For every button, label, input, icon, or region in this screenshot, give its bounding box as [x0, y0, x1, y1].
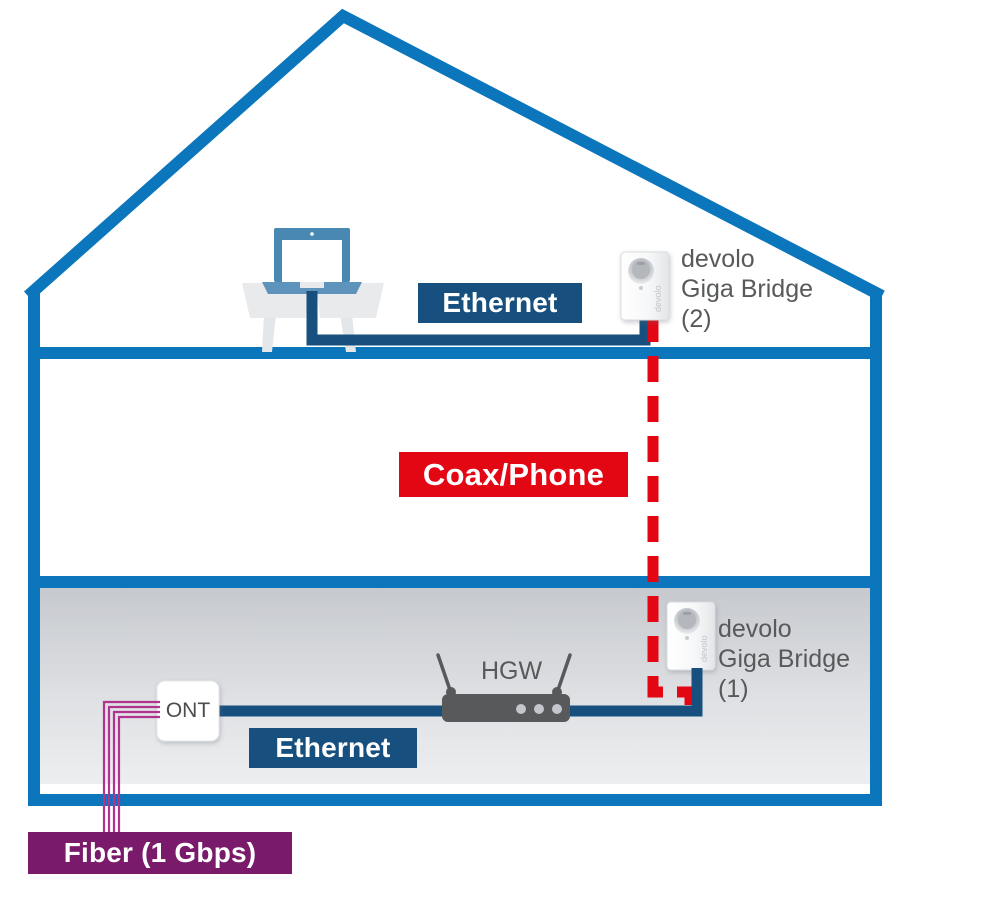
devolo-giga-bridge-1: devolo: [666, 601, 716, 671]
hgw-body: [442, 694, 570, 722]
hgw-antenna-right: [556, 653, 572, 692]
adapter-brand-text-2: devolo: [653, 285, 663, 312]
roof-line: [24, 8, 885, 302]
hgw-router: [436, 653, 572, 722]
desk-leg-left: [262, 314, 276, 352]
adapter-socket-slot-1: [683, 612, 691, 615]
label-giga-bridge-1: devolo Giga Bridge (1): [718, 615, 851, 703]
adapter-socket-inner-2: [632, 261, 650, 279]
label-coax-phone: Coax/Phone: [399, 452, 628, 497]
laptop-screen-inner: [282, 240, 342, 282]
desk-leg-right: [340, 314, 356, 352]
label-fiber: Fiber (1 Gbps): [28, 832, 292, 874]
fiber-cable: [102, 700, 160, 838]
label-ethernet-basement: Ethernet: [249, 728, 417, 768]
house-outline: [24, 8, 885, 806]
label-hgw: HGW: [481, 657, 543, 685]
hgw-led-1: [516, 704, 526, 714]
adapter-led-1: [685, 636, 689, 640]
adapter-brand-text-1: devolo: [699, 635, 709, 662]
adapter-socket-inner-1: [678, 611, 696, 629]
laptop-touchbar: [300, 282, 324, 288]
fiber-strand-4: [117, 715, 160, 838]
fiber-strand-1: [102, 700, 160, 838]
cable-laptop-to-bridge2: [306, 291, 651, 346]
label-ont: ONT: [165, 699, 211, 722]
cable-ont-to-bridge1: [212, 668, 703, 717]
devolo-giga-bridge-2: devolo: [620, 251, 670, 321]
adapter-led-2: [639, 286, 643, 290]
laptop: [262, 228, 362, 294]
adapter-socket-slot-2: [637, 262, 645, 265]
hgw-antenna-left: [436, 653, 452, 692]
label-ethernet-attic: Ethernet: [418, 283, 582, 323]
laptop-camera-icon: [310, 232, 314, 236]
label-giga-bridge-2: devolo Giga Bridge (2): [681, 245, 814, 333]
fiber-strand-3: [112, 710, 160, 838]
coax-phone-dashed-line: [647, 316, 696, 706]
fiber-strand-2: [107, 705, 160, 838]
hgw-led-2: [534, 704, 544, 714]
hgw-led-3: [552, 704, 562, 714]
